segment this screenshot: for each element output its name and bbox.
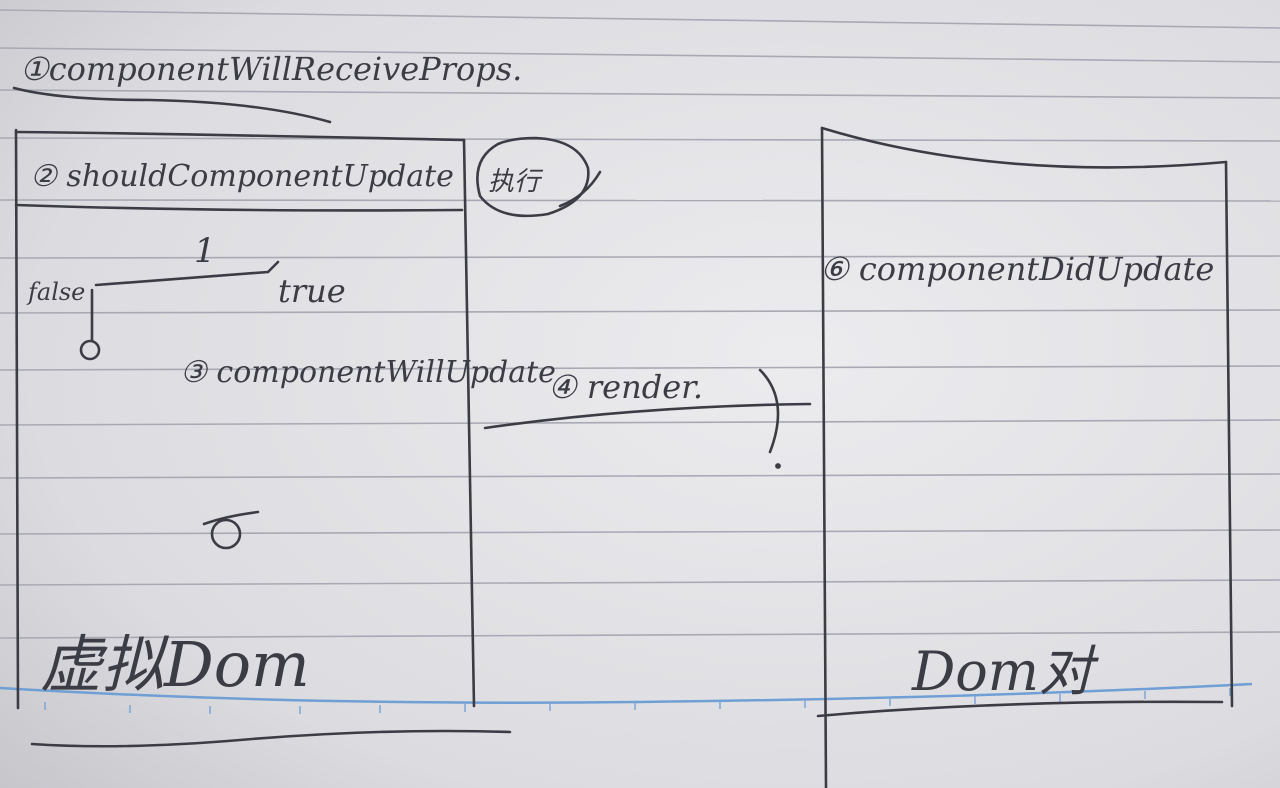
step5-scribble xyxy=(202,510,260,526)
render-underline xyxy=(483,402,812,430)
branch-tip xyxy=(266,260,280,274)
left-box-top xyxy=(14,130,466,142)
ink-strokes xyxy=(12,86,1234,788)
execute-circle-tail xyxy=(558,170,602,208)
step6-label: ⑥ componentDidUpdate xyxy=(820,250,1214,288)
right-box-right xyxy=(1224,160,1234,708)
right-box-bottom xyxy=(816,700,1224,718)
dom-label: Dom对 xyxy=(911,640,1099,703)
margin-line xyxy=(0,682,1253,714)
top-note-underline xyxy=(12,86,332,124)
false-node-circle xyxy=(79,339,101,361)
step2-label: ② shouldComponentUpdate xyxy=(30,159,454,194)
bottom-arrow xyxy=(30,729,512,748)
left-box-right xyxy=(462,138,476,708)
step2-circled-note: 执行 xyxy=(488,167,544,197)
step1-label: ①componentWillReceiveProps. xyxy=(20,50,522,88)
true-label: true xyxy=(278,272,346,310)
left-box-divider xyxy=(14,203,464,212)
right-box-left xyxy=(820,126,828,788)
step4-label: ④ render. xyxy=(548,368,703,406)
ink-dot xyxy=(775,463,781,469)
ruled-lines xyxy=(0,9,1280,639)
virtual-dom-label: 虚拟Dom xyxy=(40,628,310,701)
branch-line xyxy=(94,270,270,287)
step3-label: ③ componentWillUpdate xyxy=(180,355,556,390)
render-bracket xyxy=(758,368,780,454)
left-box-left xyxy=(14,128,20,710)
right-box-top xyxy=(820,126,1228,169)
step5-circle xyxy=(210,518,242,550)
false-label: false xyxy=(26,278,85,306)
branch-one-label: 1 xyxy=(194,231,216,271)
